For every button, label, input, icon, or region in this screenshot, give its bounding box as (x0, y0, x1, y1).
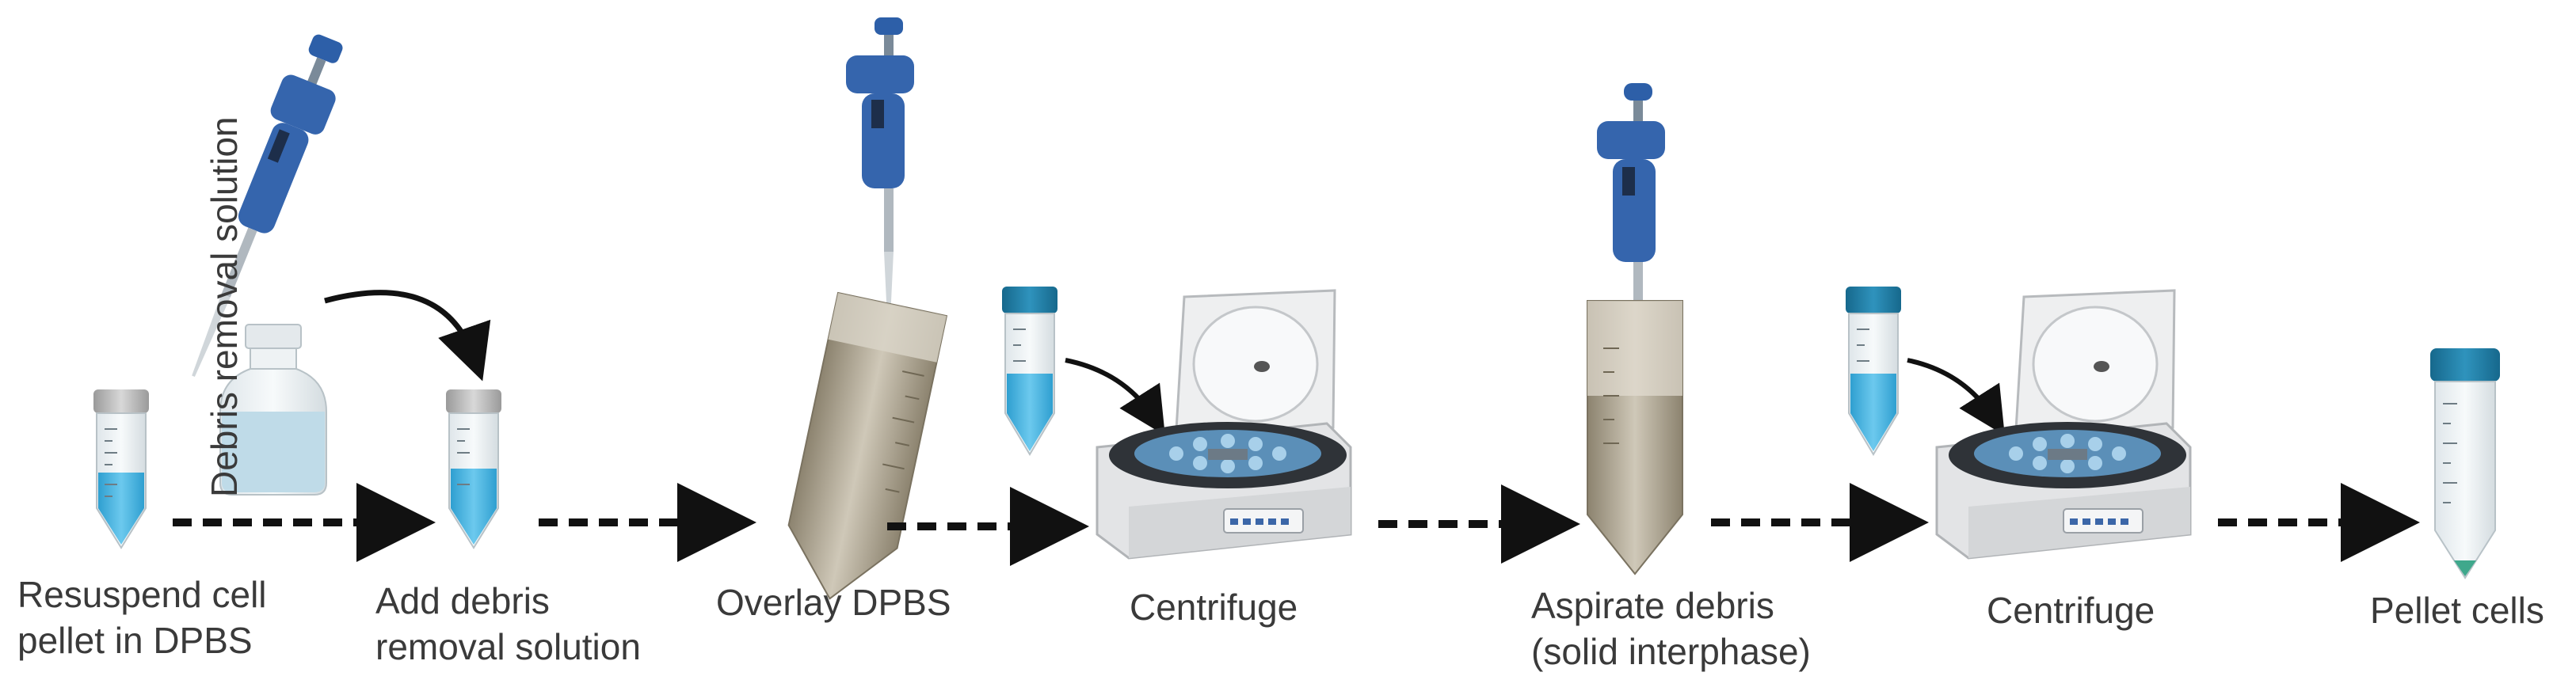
transfer-arrow-icon (324, 290, 491, 382)
load-arrow-icon (1907, 358, 2005, 436)
process-arrows (173, 483, 2420, 566)
blue-cap-tube-icon (1846, 287, 1901, 456)
step-1-line2: pellet in DPBS (17, 620, 253, 661)
reagent-bottle-icon (219, 324, 327, 496)
load-arrow-icon (1065, 358, 1165, 436)
tube-add-solution-icon (446, 389, 501, 549)
overlay-tube-icon (787, 291, 948, 600)
pellet-tube-icon (2430, 348, 2500, 579)
centrifuge-icon (1935, 289, 2192, 560)
step-5-line1: Aspirate debris (1531, 585, 1774, 626)
step-7-line1: Pellet cells (2370, 590, 2544, 631)
step-3-label: Overlay DPBS (716, 579, 951, 625)
step-2-label: Add debris removal solution (375, 578, 641, 670)
step-7-label: Pellet cells (2370, 587, 2544, 633)
reagent-label: Debris removal solution (204, 116, 245, 497)
step-4-label: Centrifuge (1130, 584, 1298, 630)
pipette-icon (192, 34, 343, 377)
step-1-label: Resuspend cell pellet in DPBS (17, 572, 267, 663)
step-6-line1: Centrifuge (1987, 590, 2155, 631)
pipette-icon (846, 17, 914, 318)
aspirate-tube-icon (1587, 300, 1683, 575)
step-5-label: Aspirate debris (solid interphase) (1531, 583, 1811, 674)
tube-resuspend-icon (93, 389, 149, 549)
step-4-line1: Centrifuge (1130, 587, 1298, 628)
step-5-line2: (solid interphase) (1531, 631, 1811, 672)
blue-cap-tube-icon (1002, 287, 1057, 456)
step-2-line1: Add debris (375, 580, 550, 621)
step-3-line1: Overlay DPBS (716, 582, 951, 623)
centrifuge-icon (1096, 289, 1352, 560)
step-1-line1: Resuspend cell (17, 574, 267, 615)
step-6-label: Centrifuge (1987, 587, 2155, 633)
step-2-line2: removal solution (375, 626, 641, 667)
